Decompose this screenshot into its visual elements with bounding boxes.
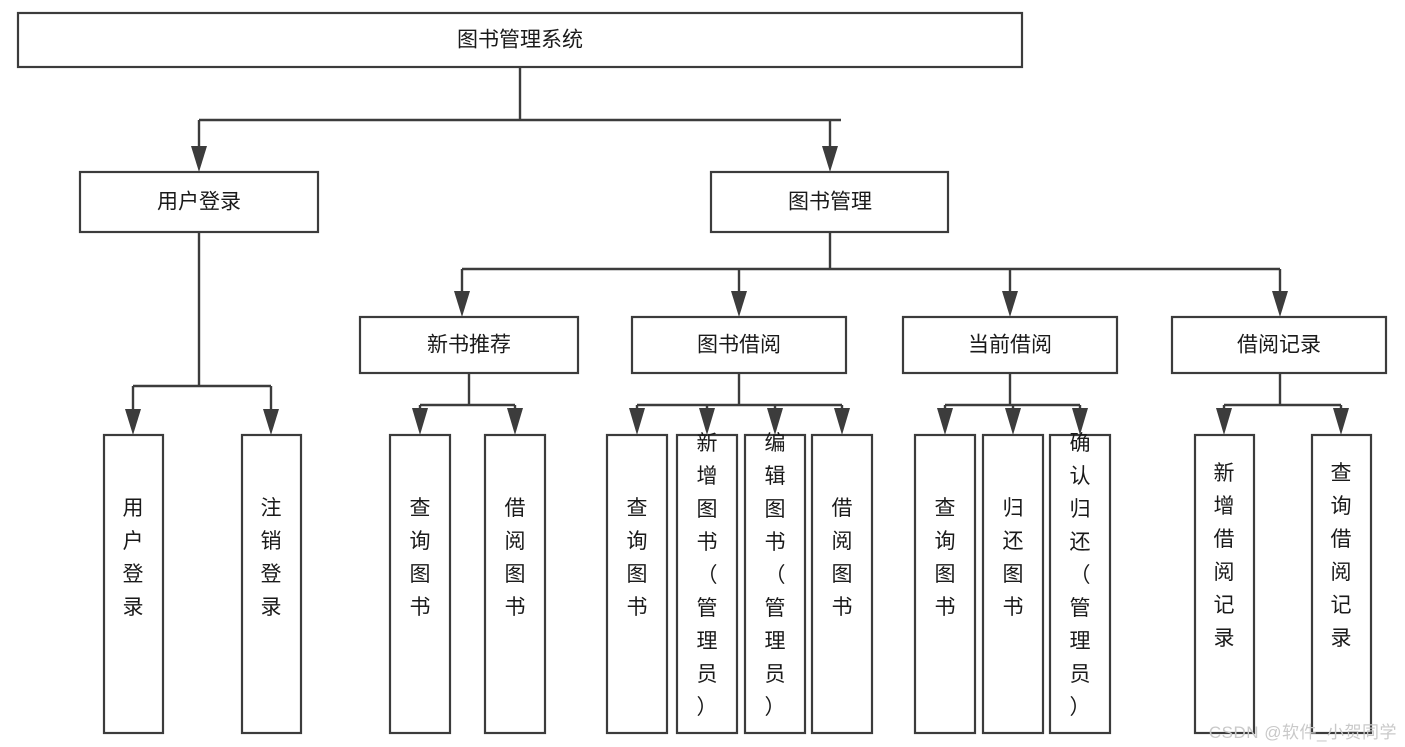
- arrow-newbooks-borrow: [507, 408, 523, 435]
- node-new-book-recommend[interactable]: 新书推荐: [358, 315, 580, 375]
- leaf-node-records-add-label: 新增借阅记录: [1214, 462, 1235, 650]
- node-current-borrow-box: [901, 315, 1119, 375]
- leaf-node-borrow-edit-box: [743, 433, 807, 735]
- node-borrow-records[interactable]: 借阅记录: [1170, 315, 1388, 375]
- leaf-node-borrow-lend[interactable]: 借阅图书: [810, 433, 874, 735]
- arrow-leaf-logout: [263, 409, 279, 435]
- leaf-node-current-query-label: 查询图书: [935, 497, 956, 619]
- leaf-node-records-add[interactable]: 新增借阅记录: [1193, 433, 1256, 735]
- leaf-node-newbooks-borrow[interactable]: 借阅图书: [483, 433, 547, 735]
- leaf-node-borrow-lend-label: 借阅图书: [832, 497, 853, 619]
- arrow-records-add: [1216, 408, 1232, 435]
- leaf-node-borrow-add-label: 新增图书（管理员）: [697, 432, 718, 719]
- arrow-to-user-login: [191, 146, 207, 172]
- leaf-node-records-add-box: [1193, 433, 1256, 735]
- leaf-node-current-return[interactable]: 归还图书: [981, 433, 1045, 735]
- node-current-borrow[interactable]: 当前借阅: [901, 315, 1119, 375]
- arrow-to-borrow-records: [1272, 291, 1288, 317]
- csdn-watermark: CSDN @软件_小贺同学: [1208, 723, 1397, 742]
- node-root-system-box: [16, 11, 1024, 69]
- leaf-node-logout-box: [240, 433, 303, 735]
- leaf-node-current-confirm[interactable]: 确认归还（管理员）: [1048, 432, 1112, 735]
- node-borrow-records-box: [1170, 315, 1388, 375]
- arrow-to-new-books: [454, 291, 470, 317]
- arrow-current-confirm: [1072, 408, 1088, 435]
- connector-group-userlogin-to-leaves: [125, 232, 279, 435]
- arrow-current-query: [937, 408, 953, 435]
- node-borrow-records-label: 借阅记录: [1237, 334, 1321, 357]
- leaf-node-newbooks-borrow-box: [483, 433, 547, 735]
- leaf-node-records-query[interactable]: 查询借阅记录: [1310, 433, 1373, 735]
- node-user-login[interactable]: 用户登录: [78, 170, 320, 234]
- node-user-login-box: [78, 170, 320, 234]
- connector-group-newbooks-to-leaves: [412, 373, 523, 435]
- leaf-node-records-query-box: [1310, 433, 1373, 735]
- leaf-node-current-query-box: [913, 433, 977, 735]
- leaf-node-newbooks-query-box: [388, 433, 452, 735]
- leaf-node-current-return-box: [981, 433, 1045, 735]
- node-new-book-recommend-label: 新书推荐: [427, 334, 511, 357]
- connector-group-records-to-leaves: [1216, 373, 1349, 435]
- leaf-node-logout[interactable]: 注销登录: [240, 433, 303, 735]
- leaf-node-records-query-label: 查询借阅记录: [1331, 462, 1352, 650]
- leaf-node-newbooks-borrow-label: 借阅图书: [505, 497, 526, 619]
- node-current-borrow-label: 当前借阅: [968, 334, 1052, 357]
- leaf-node-borrow-add[interactable]: 新增图书（管理员）: [675, 432, 739, 735]
- node-book-borrow-label: 图书借阅: [697, 334, 781, 357]
- node-book-management-box: [709, 170, 950, 234]
- arrow-records-query: [1333, 408, 1349, 435]
- arrow-to-book-mgmt: [822, 146, 838, 172]
- node-root-system-label: 图书管理系统: [457, 29, 583, 52]
- arrow-current-return: [1005, 408, 1021, 435]
- connector-group-current-to-leaves: [937, 373, 1088, 435]
- leaf-node-user-login-box: [102, 433, 165, 735]
- arrow-newbooks-query: [412, 408, 428, 435]
- leaf-node-borrow-edit-label: 编辑图书（管理员）: [765, 432, 786, 719]
- node-book-borrow[interactable]: 图书借阅: [630, 315, 848, 375]
- arrow-borrow-edit: [767, 408, 783, 435]
- arrow-borrow-query: [629, 408, 645, 435]
- node-new-book-recommend-box: [358, 315, 580, 375]
- leaf-node-user-login-label: 用户登录: [123, 497, 144, 619]
- leaf-node-logout-label: 注销登录: [261, 497, 282, 619]
- connector-group-bookmgmt-to-level3: [454, 232, 1288, 317]
- arrow-leaf-user-login: [125, 409, 141, 435]
- arrow-borrow-add: [699, 408, 715, 435]
- leaf-node-borrow-query-label: 查询图书: [627, 497, 648, 619]
- node-book-management[interactable]: 图书管理: [709, 170, 950, 234]
- leaf-node-newbooks-query[interactable]: 查询图书: [388, 433, 452, 735]
- leaf-node-newbooks-query-label: 查询图书: [410, 497, 431, 619]
- arrow-to-book-borrow: [731, 291, 747, 317]
- node-user-login-label: 用户登录: [157, 191, 241, 214]
- leaf-node-user-login[interactable]: 用户登录: [102, 433, 165, 735]
- leaf-node-borrow-edit[interactable]: 编辑图书（管理员）: [743, 432, 807, 735]
- leaf-node-current-return-label: 归还图书: [1003, 497, 1024, 619]
- leaf-node-borrow-query-box: [605, 433, 669, 735]
- leaf-node-current-confirm-label: 确认归还（管理员）: [1070, 432, 1091, 719]
- leaf-node-borrow-add-box: [675, 433, 739, 735]
- leaf-node-current-confirm-box: [1048, 433, 1112, 735]
- leaf-node-borrow-query[interactable]: 查询图书: [605, 433, 669, 735]
- arrow-borrow-lend: [834, 408, 850, 435]
- node-book-borrow-box: [630, 315, 848, 375]
- leaf-node-current-query[interactable]: 查询图书: [913, 433, 977, 735]
- leaf-node-borrow-lend-box: [810, 433, 874, 735]
- arrow-to-current-borrow: [1002, 291, 1018, 317]
- node-book-management-label: 图书管理: [788, 191, 872, 214]
- connector-group-borrow-to-leaves: [629, 373, 850, 435]
- connector-group-root-to-level2: [191, 67, 841, 172]
- node-root-system[interactable]: 图书管理系统: [16, 11, 1024, 69]
